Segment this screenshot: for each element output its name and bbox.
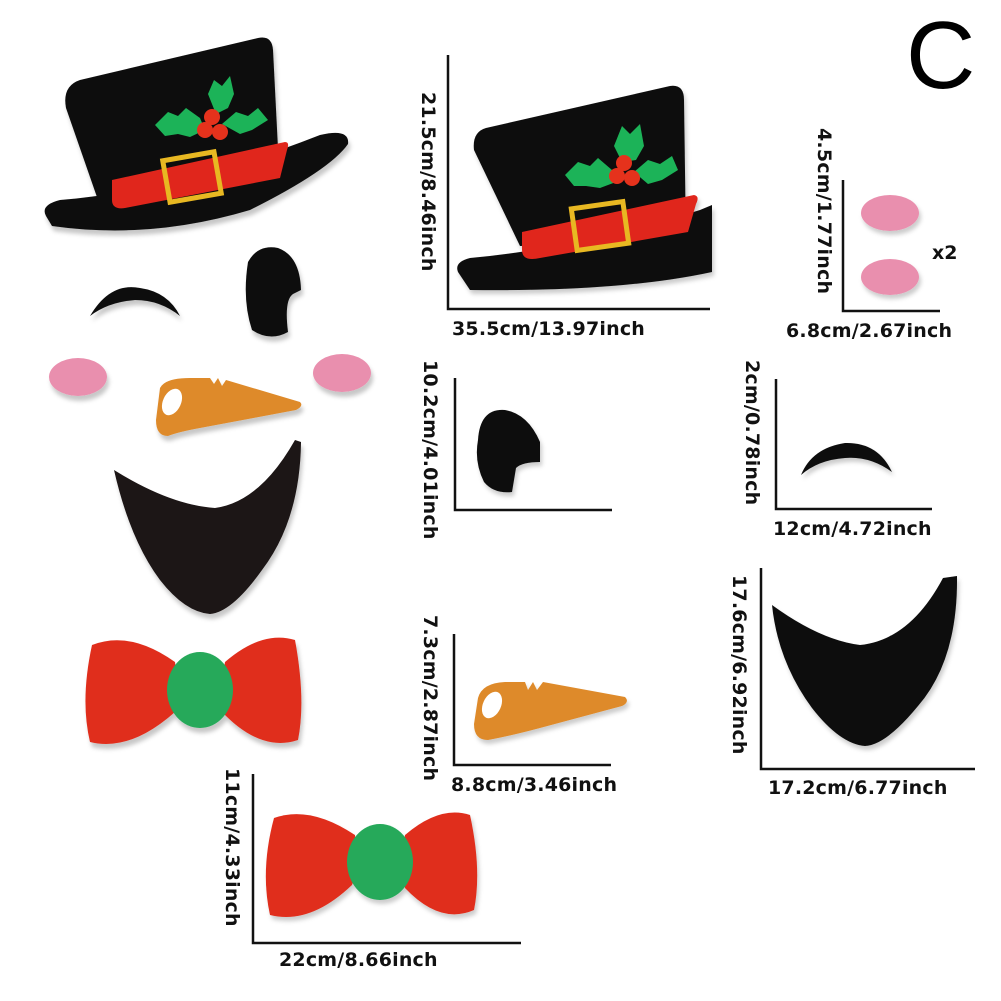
nose-dimension-axes [452, 634, 611, 767]
assembled-top-hat [44, 37, 349, 231]
bow-knot [347, 824, 413, 900]
cheeks-quantity: x2 [932, 242, 958, 264]
holly-decoration [565, 124, 678, 188]
bowtie-width-label: 22cm/8.66inch [279, 949, 438, 971]
hat-dimension-axes [446, 55, 710, 311]
carrot-shape [474, 682, 627, 740]
nose-width-label: 8.8cm/3.46inch [451, 774, 618, 796]
cheeks-width-label: 6.8cm/2.67inch [786, 320, 953, 342]
holly-berry [204, 109, 220, 125]
assembled-eyebrow [90, 287, 180, 316]
assembled-left-cheek [49, 358, 107, 396]
holly-berry [197, 122, 213, 138]
hat-band [112, 142, 289, 209]
holly-berry [624, 170, 640, 186]
eyebrow-shape [801, 442, 892, 475]
eye-shape [476, 409, 540, 493]
mouth-width-label: 17.2cm/6.77inch [768, 777, 948, 799]
cheeks-height-label: 4.5cm/1.77inch [813, 128, 835, 295]
mouth-dimension-axes [759, 568, 975, 771]
holly-berry [609, 168, 625, 184]
holly-decoration [155, 76, 268, 140]
piece-nose [452, 634, 627, 767]
mouth-shape [772, 576, 958, 746]
piece-eyebrow [774, 379, 932, 511]
piece-hat [446, 55, 712, 311]
nose-height-label: 7.3cm/2.87inch [419, 615, 441, 782]
cheek [861, 195, 919, 231]
cheeks-dimension-axes [841, 180, 940, 313]
assembled-mouth [114, 440, 301, 614]
hat-height-label: 21.5cm/8.46inch [417, 92, 439, 272]
mouth-height-label: 17.6cm/6.92inch [728, 575, 750, 755]
eye-dimension-axes [453, 378, 612, 512]
variant-letter: C [906, 2, 976, 109]
cheek [861, 259, 919, 295]
eyebrow-height-label: 2cm/0.78inch [741, 360, 763, 506]
piece-eye [453, 378, 612, 512]
hat-buckle [159, 148, 225, 206]
assembled-right-cheek [313, 354, 371, 392]
piece-bowtie [251, 774, 521, 945]
piece-cheeks [841, 180, 940, 313]
hat-buckle [568, 198, 632, 254]
assembled-bow-tie [85, 637, 302, 744]
hat-band [522, 195, 698, 259]
hat-width-label: 35.5cm/13.97inch [452, 318, 646, 340]
piece-mouth [759, 568, 975, 771]
eyebrow-width-label: 12cm/4.72inch [773, 518, 932, 540]
holly-berry [212, 124, 228, 140]
eye-height-label: 10.2cm/4.01inch [419, 360, 441, 540]
assembled-carrot-nose [156, 378, 302, 436]
carrot-hole [481, 691, 503, 719]
bowtie-dimension-axes [251, 774, 521, 945]
eyebrow-dimension-axes [774, 379, 932, 511]
bow-knot [167, 652, 233, 728]
holly-berry [616, 155, 632, 171]
bowtie-height-label: 11cm/4.33inch [221, 768, 243, 927]
assembled-eye [245, 247, 301, 337]
